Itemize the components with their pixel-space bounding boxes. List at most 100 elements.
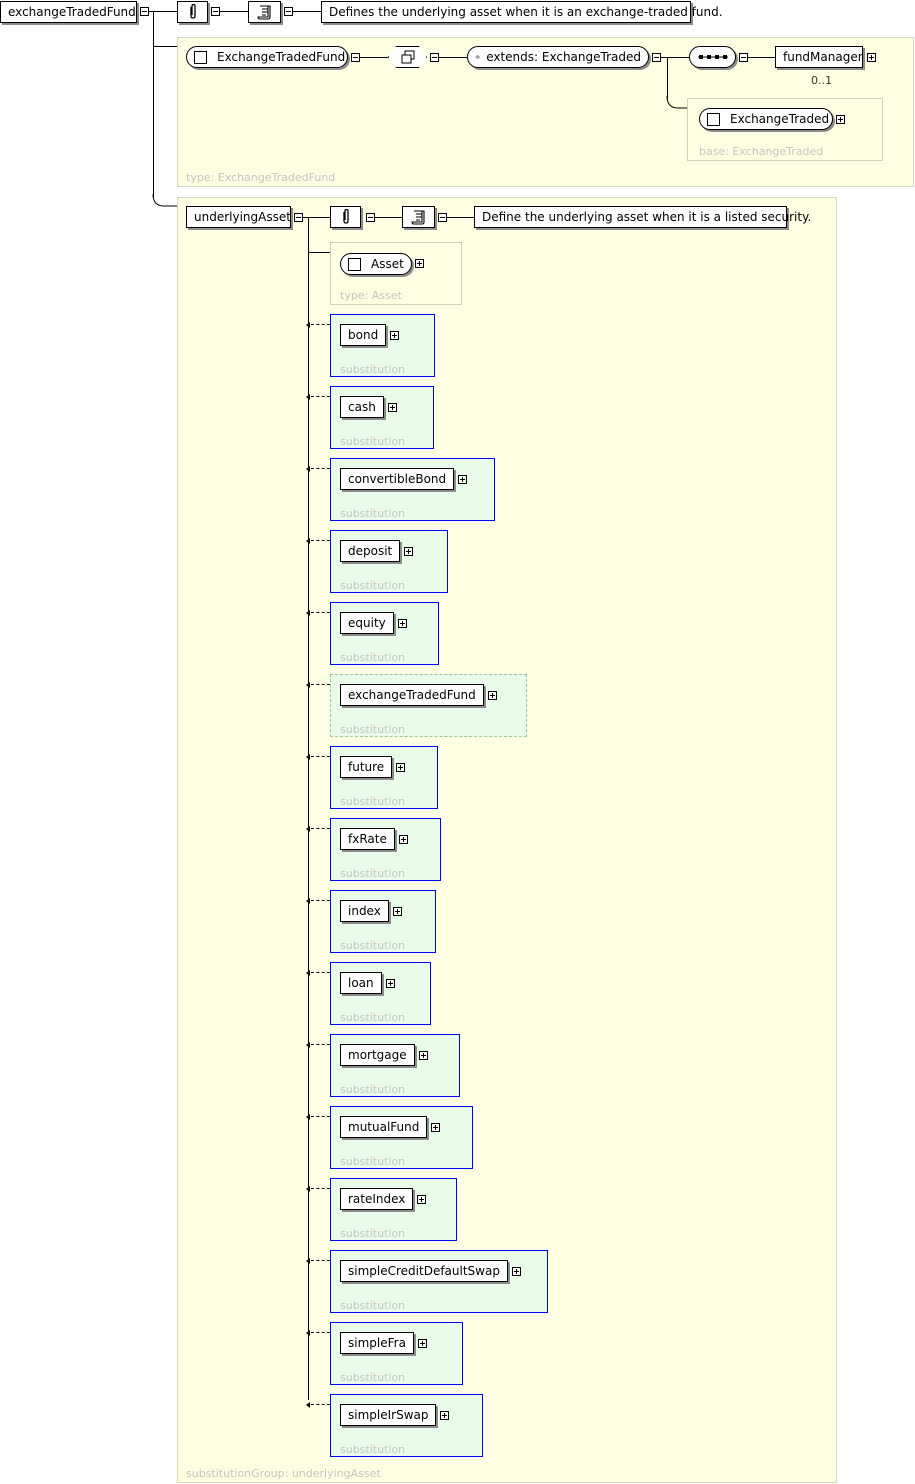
asset-type-expand-icon[interactable] <box>415 259 424 268</box>
fund-manager-label: fundManager <box>783 50 863 64</box>
substitution-expand-icon[interactable] <box>392 907 402 916</box>
underlying-asset-label: underlyingAsset <box>194 210 291 224</box>
root-element-box[interactable]: exchangeTradedFund <box>0 1 137 23</box>
substitution-expand-icon[interactable] <box>397 619 407 628</box>
documentation-collapse-icon[interactable] <box>284 7 293 16</box>
arrowhead-icon <box>306 322 310 328</box>
base-type-expand-icon[interactable] <box>836 115 845 124</box>
substitution-element[interactable]: simpleIrSwap <box>340 1404 437 1426</box>
substitution-element-label: simpleCreditDefaultSwap <box>348 1264 500 1278</box>
connector <box>220 11 248 12</box>
underlying-asset-element[interactable]: underlyingAsset <box>186 206 291 228</box>
substitution-element-label: fxRate <box>348 832 387 846</box>
substitution-expand-icon[interactable] <box>417 1195 427 1204</box>
substitution-connector <box>311 972 330 973</box>
substitution-expand-icon[interactable] <box>398 835 408 844</box>
arrowhead-icon <box>306 466 310 472</box>
substitution-element[interactable]: fxRate <box>340 828 395 850</box>
connector <box>447 217 474 218</box>
sequence-box[interactable] <box>689 46 736 68</box>
substitution-element[interactable]: simpleCreditDefaultSwap <box>340 1260 508 1282</box>
arrowhead-icon <box>306 394 310 400</box>
substitution-element[interactable]: mutualFund <box>340 1116 428 1138</box>
extension-icon <box>475 55 481 59</box>
arrowhead-icon <box>306 1114 310 1120</box>
substitution-expand-icon[interactable] <box>390 331 400 340</box>
base-type-box[interactable]: ExchangeTraded <box>699 108 833 130</box>
substitution-expand-icon[interactable] <box>417 1339 427 1348</box>
substitution-element-label: cash <box>348 400 376 414</box>
derivation-collapse-icon[interactable] <box>430 53 439 62</box>
substitution-expand-icon[interactable] <box>458 475 468 484</box>
sequence-icon <box>697 55 728 59</box>
underlying-documentation-box[interactable] <box>402 206 435 228</box>
substitution-element-label: index <box>348 904 381 918</box>
substitution-expand-icon[interactable] <box>431 1123 441 1132</box>
substitution-element[interactable]: exchangeTradedFund <box>340 684 484 706</box>
arrowhead-icon <box>306 898 310 904</box>
connector <box>293 11 321 12</box>
substitution-connector <box>311 1404 330 1405</box>
substitution-expand-icon[interactable] <box>511 1267 521 1276</box>
substitution-element[interactable]: mortgage <box>340 1044 415 1066</box>
substitution-element[interactable]: index <box>340 900 389 922</box>
underlying-documentation-text: Define the underlying asset when it is a… <box>474 206 811 228</box>
arrowhead-icon <box>306 538 310 544</box>
substitution-element-label: exchangeTradedFund <box>348 688 476 702</box>
asset-type-label: Asset <box>371 257 404 271</box>
connector <box>303 217 330 218</box>
substitution-expand-icon[interactable] <box>440 1411 450 1420</box>
substitution-element[interactable]: future <box>340 756 393 778</box>
substitution-element[interactable]: deposit <box>340 540 401 562</box>
substitution-expand-icon[interactable] <box>387 403 397 412</box>
root-collapse-icon[interactable] <box>140 7 149 16</box>
substitution-element[interactable]: cash <box>340 396 384 418</box>
substitution-element-label: rateIndex <box>348 1192 406 1206</box>
documentation-box[interactable] <box>248 1 281 23</box>
substitution-connector <box>311 1044 330 1045</box>
connector <box>667 57 668 99</box>
sequence-collapse-icon[interactable] <box>739 53 748 62</box>
substitution-expand-icon[interactable] <box>385 979 395 988</box>
base-label: base: ExchangeTraded <box>699 145 824 158</box>
complex-type-box[interactable]: ExchangeTradedFund <box>186 46 348 68</box>
extension-collapse-icon[interactable] <box>652 53 661 62</box>
substitution-element-label: convertibleBond <box>348 472 447 486</box>
underlying-asset-collapse-icon[interactable] <box>294 213 303 222</box>
underlying-annotation-collapse-icon[interactable] <box>366 213 375 222</box>
arrowhead-icon <box>306 826 310 832</box>
arrowhead-icon <box>306 1330 310 1336</box>
fund-manager-expand-icon[interactable] <box>867 53 876 62</box>
substitution-element[interactable]: simpleFra <box>340 1332 414 1354</box>
fund-manager-element[interactable]: fundManager <box>775 46 863 68</box>
asset-type-box[interactable]: Asset <box>340 253 412 275</box>
underlying-documentation-collapse-icon[interactable] <box>438 213 447 222</box>
substitution-element[interactable]: bond <box>340 324 387 346</box>
complex-type-collapse-icon[interactable] <box>351 53 360 62</box>
complex-type-label: ExchangeTradedFund <box>217 50 346 64</box>
substitution-element-label: loan <box>348 976 374 990</box>
substitution-expand-icon[interactable] <box>418 1051 428 1060</box>
substitution-element[interactable]: convertibleBond <box>340 468 455 490</box>
annotation-box[interactable] <box>177 1 208 23</box>
substitution-element[interactable]: equity <box>340 612 394 634</box>
substitution-expand-icon[interactable] <box>487 691 497 700</box>
root-element-label: exchangeTradedFund <box>8 5 136 19</box>
substitution-expand-icon[interactable] <box>404 547 414 556</box>
derivation-box[interactable] <box>388 46 427 68</box>
extension-box[interactable]: extends: ExchangeTraded <box>467 46 649 68</box>
substitution-element[interactable]: rateIndex <box>340 1188 414 1210</box>
substitution-expand-icon[interactable] <box>396 763 406 772</box>
underlying-annotation-box[interactable] <box>330 206 361 228</box>
paperclip-icon <box>189 4 196 19</box>
root-documentation-text: Defines the underlying asset when it is … <box>321 1 723 23</box>
substitution-connector <box>311 828 330 829</box>
annotation-collapse-icon[interactable] <box>211 7 220 16</box>
substitution-element[interactable]: loan <box>340 972 382 994</box>
